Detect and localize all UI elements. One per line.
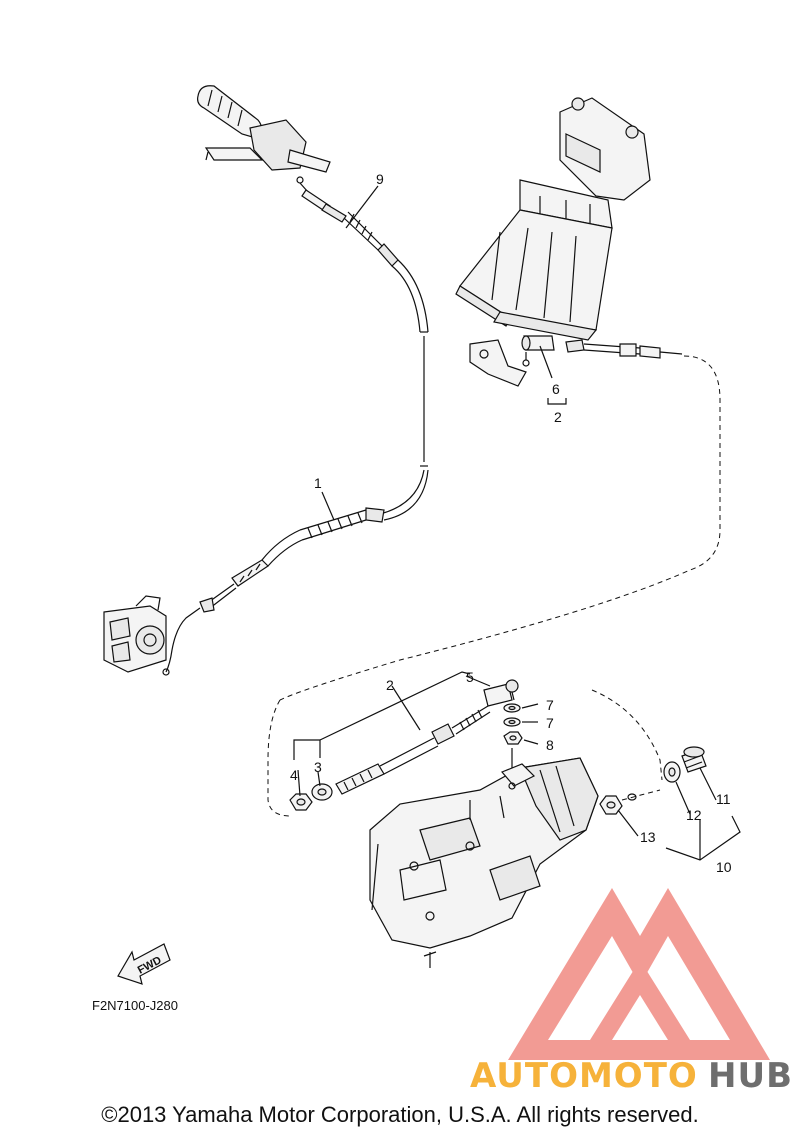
collar-part-12 bbox=[663, 761, 681, 783]
callout-7a: 7 bbox=[546, 697, 554, 713]
copyright-notice: ©2013 Yamaha Motor Corporation, U.S.A. A… bbox=[101, 1102, 699, 1127]
jet-pump-housing bbox=[369, 757, 599, 968]
watermark-part1: AUTOMOTO bbox=[470, 1056, 698, 1096]
washer-part-7a bbox=[503, 703, 521, 713]
joint-part-5 bbox=[483, 679, 519, 707]
callout-11: 11 bbox=[716, 791, 731, 807]
callout-10: 10 bbox=[716, 859, 732, 875]
callout-13: 13 bbox=[640, 829, 656, 845]
handlebar-grip bbox=[197, 85, 331, 173]
grommet-part-3 bbox=[311, 783, 333, 801]
callout-leaders bbox=[293, 185, 741, 861]
callout-6: 6 bbox=[552, 381, 560, 397]
nut-part-13 bbox=[599, 795, 623, 815]
callout-9: 9 bbox=[376, 171, 384, 187]
callout-1: 1 bbox=[314, 475, 322, 491]
steering-column-assembly bbox=[455, 97, 651, 387]
watermark-logo bbox=[508, 888, 770, 1060]
callout-5: 5 bbox=[466, 669, 474, 685]
watermark-text: AUTOMOTO HUB bbox=[470, 1056, 793, 1096]
fwd-arrow-icon: FWD bbox=[117, 943, 171, 985]
cable-part-9 bbox=[296, 176, 429, 333]
diagram-code: F2N7100-J280 bbox=[92, 998, 178, 1013]
cable-part-1 bbox=[165, 336, 429, 673]
throttle-body-bracket bbox=[103, 595, 170, 676]
cable-part-2-upper bbox=[267, 339, 721, 817]
callout-12: 12 bbox=[686, 807, 702, 823]
callout-2-upper: 2 bbox=[554, 409, 562, 425]
nut-part-8 bbox=[503, 731, 523, 745]
callout-7b: 7 bbox=[546, 715, 554, 731]
callout-3: 3 bbox=[314, 759, 322, 775]
bolt-part-11 bbox=[681, 746, 707, 773]
cable-part-2-lower bbox=[335, 705, 491, 795]
joint-part-6 bbox=[521, 335, 555, 367]
nut-part-4 bbox=[289, 793, 313, 811]
callout-2-lower: 2 bbox=[386, 677, 394, 693]
watermark-part2: HUB bbox=[708, 1056, 793, 1096]
callout-8: 8 bbox=[546, 737, 554, 753]
callout-4: 4 bbox=[290, 767, 298, 783]
washer-part-7b bbox=[503, 717, 521, 727]
